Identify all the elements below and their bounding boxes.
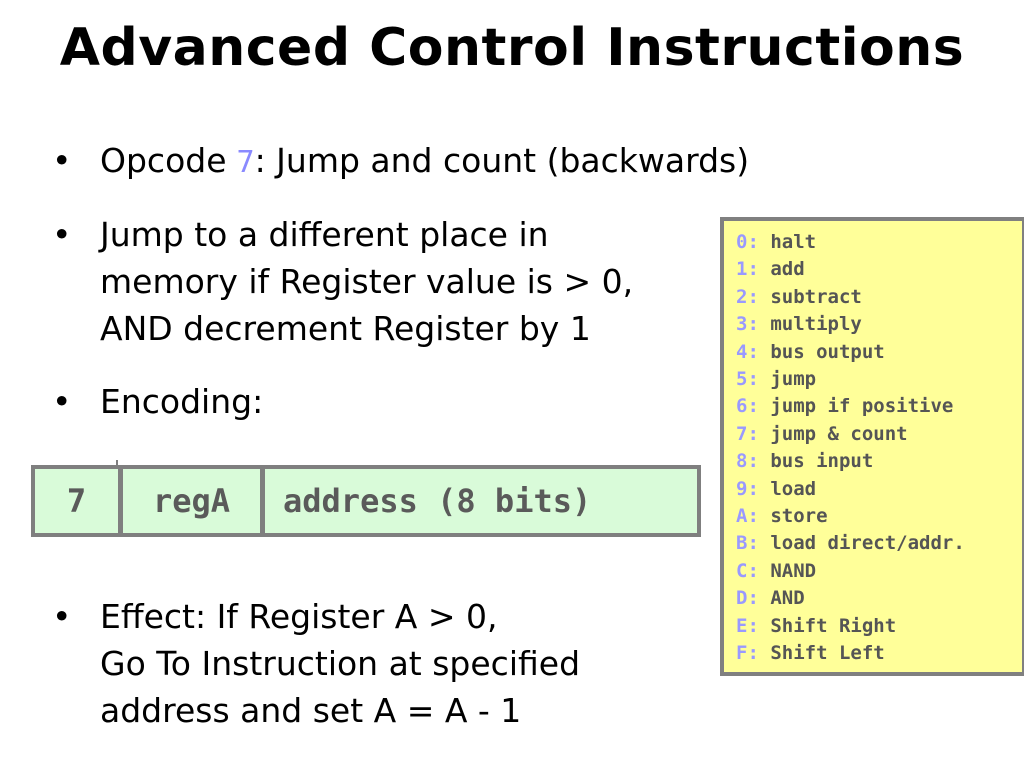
opcode-name: AND: [770, 587, 805, 610]
opcode-code: F:: [736, 642, 759, 665]
bullet-line: Effect: If Register A > 0,: [100, 597, 498, 636]
opcode-code: D:: [736, 587, 759, 610]
opcode-name: NAND: [770, 559, 817, 582]
opcode-code: 8:: [736, 450, 759, 473]
opcode-name: multiply: [770, 313, 862, 336]
opcode-row: 0: halt: [736, 229, 1022, 256]
opcode-code: C:: [736, 559, 759, 582]
opcode-row: B: load direct/addr.: [736, 530, 1022, 557]
opcode-code: 9:: [736, 477, 759, 500]
opcode-row: 1: add: [736, 256, 1022, 283]
opcode-row: 7: jump & count: [736, 421, 1022, 448]
opcode-number: 7: [236, 145, 255, 180]
opcode-name: subtract: [770, 285, 862, 308]
opcode-name: Shift Right: [770, 614, 897, 637]
bullet-jump: • Jump to a different place in memory if…: [52, 211, 633, 352]
bullet-encoding: • Encoding:: [52, 378, 263, 425]
opcode-name: halt: [770, 231, 817, 253]
opcode-row: 2: subtract: [736, 284, 1022, 311]
encoding-register-cell: regA: [123, 469, 265, 533]
opcode-description: : Jump and count (backwards): [254, 141, 750, 180]
bullet-line: AND decrement Register by 1: [100, 309, 591, 348]
opcode-name: store: [770, 505, 828, 528]
bullet-effect: • Effect: If Register A > 0, Go To Instr…: [52, 593, 580, 734]
opcode-name: jump & count: [770, 422, 908, 445]
bullet-line: address and set A = A - 1: [100, 691, 522, 730]
slide-title: Advanced Control Instructions: [59, 18, 965, 78]
encoding-opcode-cell: 7: [35, 469, 123, 533]
encoding-address-cell: address (8 bits): [283, 482, 592, 520]
opcode-code: 2:: [736, 285, 759, 308]
opcode-code: A:: [736, 505, 759, 528]
opcode-row: F: Shift Left: [736, 640, 1022, 667]
opcode-row: 8: bus input: [736, 448, 1022, 475]
opcode-row: 9: load: [736, 476, 1022, 503]
opcode-reference-box: 0: halt 1: add 2: subtract 3: multiply 4…: [720, 217, 1024, 676]
opcode-name: add: [770, 258, 805, 281]
opcode-name: jump: [770, 368, 817, 391]
bullet-dot: •: [52, 141, 72, 180]
bullet-dot: •: [52, 597, 72, 636]
opcode-code: E:: [736, 614, 759, 637]
opcode-name: load: [770, 477, 817, 500]
opcode-name: load direct/addr.: [770, 532, 965, 555]
opcode-row: 3: multiply: [736, 311, 1022, 338]
opcode-name: bus output: [770, 340, 885, 363]
opcode-row: A: store: [736, 503, 1022, 530]
opcode-code: 0:: [736, 231, 759, 253]
opcode-name: jump if positive: [770, 395, 954, 418]
encoding-table: 7 regA address (8 bits): [31, 465, 701, 537]
opcode-name: bus input: [770, 450, 874, 473]
opcode-row: E: Shift Right: [736, 613, 1022, 640]
opcode-row: 5: jump: [736, 366, 1022, 393]
bullet-text: Encoding:: [100, 382, 264, 421]
bullet-line: memory if Register value is > 0,: [100, 262, 634, 301]
opcode-code: 6:: [736, 395, 759, 418]
bullet-opcode: • Opcode 7: Jump and count (backwards): [52, 137, 749, 186]
opcode-code: 5:: [736, 368, 759, 391]
bullet-dot: •: [52, 382, 72, 421]
bullet-line: Go To Instruction at specified: [100, 644, 581, 683]
bullet-line: Jump to a different place in: [100, 215, 549, 254]
opcode-row: 4: bus output: [736, 339, 1022, 366]
opcode-code: 3:: [736, 313, 759, 336]
opcode-code: B:: [736, 532, 759, 555]
opcode-code: 4:: [736, 340, 759, 363]
opcode-prefix: Opcode: [100, 141, 227, 180]
opcode-code: 1:: [736, 258, 759, 281]
opcode-row: D: AND: [736, 585, 1022, 612]
opcode-code: 7:: [736, 422, 759, 445]
opcode-row: 6: jump if positive: [736, 393, 1022, 420]
bullet-dot: •: [52, 215, 72, 254]
opcode-row: C: NAND: [736, 558, 1022, 585]
opcode-name: Shift Left: [770, 642, 885, 665]
table-tick-mark: [116, 460, 118, 468]
